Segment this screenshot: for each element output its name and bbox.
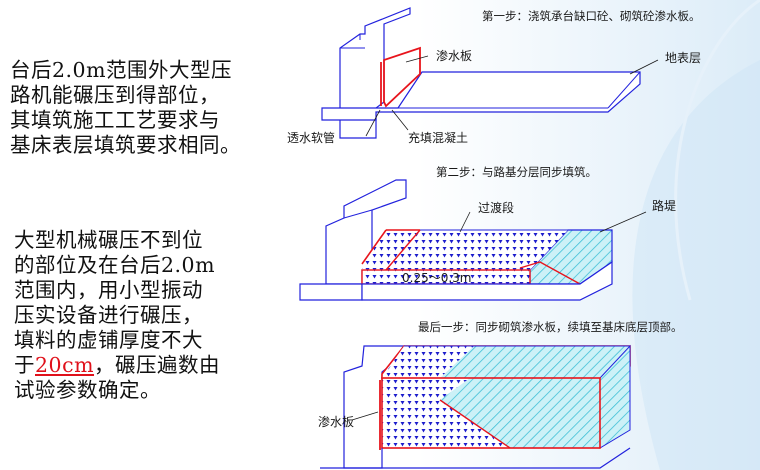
label-embankment: 路堤 <box>652 198 676 213</box>
step2-caption: 第二步：与路基分层同步填筑。 <box>436 165 597 179</box>
step1-caption: 第一步：浇筑承台缺口砼、砌筑砼渗水板。 <box>482 9 701 23</box>
label-drain-pipe: 透水软管 <box>287 130 335 145</box>
label-transition: 过渡段 <box>478 200 514 215</box>
label-fill-concrete: 充填混凝土 <box>408 130 468 145</box>
step3-diagram: 最后一步：同步砌筑渗水板，续填至基床底层顶部。 渗水板 <box>318 320 683 468</box>
label-seepage-plate: 渗水板 <box>436 48 472 63</box>
label-layer-thickness: 0.25～0.3m <box>402 271 472 285</box>
step3-caption: 最后一步：同步砌筑渗水板，续填至基床底层顶部。 <box>418 320 683 334</box>
step2-ground-base <box>300 284 362 300</box>
step1-diagram: 第一步：浇筑承台缺口砼、砌筑砼渗水板。 渗水板 地表层 透水软管 充填混凝土 <box>287 8 701 145</box>
label-seepage-plate-3: 渗水板 <box>318 414 354 429</box>
step2-diagram: 第二步：与路基分层同步填筑。 0.25～0.3m 过渡段 路堤 <box>300 165 676 300</box>
label-ground-layer: 地表层 <box>665 51 701 65</box>
